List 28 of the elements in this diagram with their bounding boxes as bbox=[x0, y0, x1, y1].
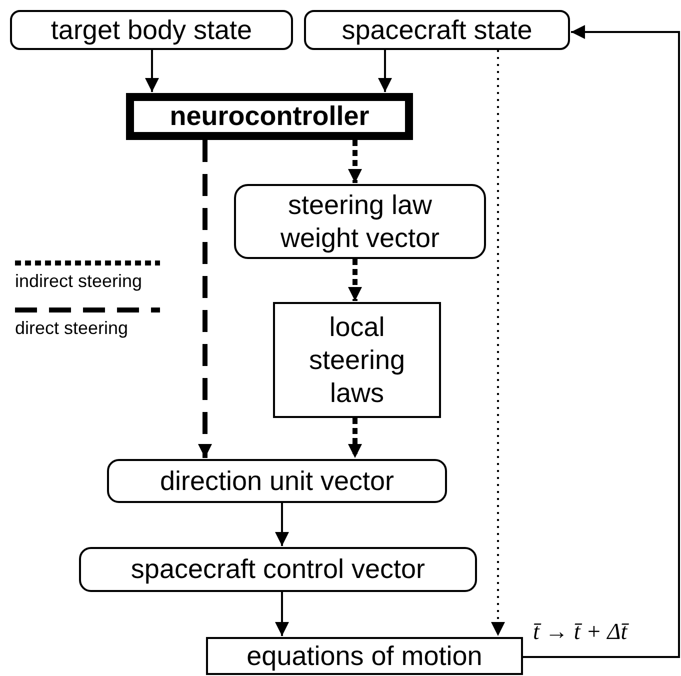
node-text: direction unit vector bbox=[158, 464, 396, 498]
legend-text: indirect steering bbox=[15, 272, 142, 290]
process-box bbox=[107, 459, 447, 503]
process-box bbox=[273, 302, 441, 418]
arrow bbox=[198, 140, 212, 458]
arrow bbox=[491, 50, 505, 636]
node-text: spacecraft state bbox=[340, 14, 534, 46]
arrow bbox=[275, 503, 289, 546]
node-text: local steering laws bbox=[308, 310, 406, 410]
process-box bbox=[79, 547, 477, 592]
legend-text: direct steering bbox=[15, 319, 128, 337]
node-text: spacecraft control vector bbox=[130, 553, 426, 586]
arrow bbox=[378, 50, 392, 92]
node-text: neurocontroller bbox=[168, 100, 370, 133]
arrow bbox=[348, 140, 362, 183]
process-box bbox=[206, 637, 523, 675]
process-box bbox=[234, 184, 486, 259]
process-box bbox=[304, 10, 570, 50]
arrow bbox=[275, 592, 289, 636]
node-text: steering law weight vector bbox=[279, 188, 441, 254]
arrow bbox=[348, 418, 362, 458]
node-text: target body state bbox=[50, 14, 254, 46]
node-text: equations of motion bbox=[246, 640, 484, 672]
controller-box bbox=[126, 93, 413, 140]
arrow bbox=[145, 50, 159, 92]
arrow bbox=[348, 259, 362, 301]
process-box bbox=[10, 10, 293, 50]
arrow bbox=[523, 25, 680, 658]
